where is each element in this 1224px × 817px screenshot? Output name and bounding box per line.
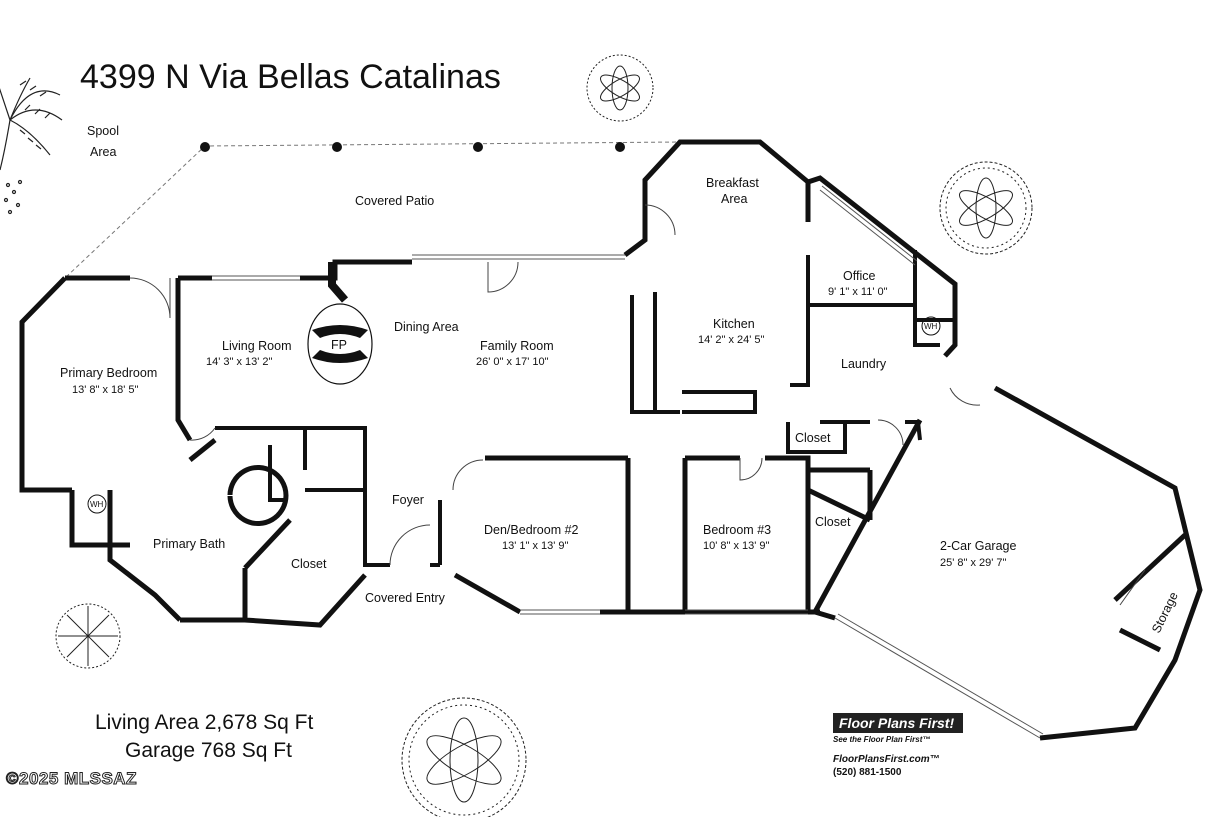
bedroom3-label: Bedroom #3 <box>703 523 771 537</box>
den-label: Den/Bedroom #2 <box>484 523 579 537</box>
spool-label-2: Area <box>90 145 116 159</box>
kitchen-label: Kitchen <box>713 317 755 331</box>
covered-patio-label: Covered Patio <box>355 194 434 208</box>
water-heater-icon <box>87 494 107 514</box>
logo-brand-a: Floor Plans <box>839 715 916 731</box>
tree-icon <box>939 161 1033 255</box>
family-room-dims: 26' 0" x 17' 10" <box>476 356 549 368</box>
page-title: 4399 N Via Bellas Catalinas <box>80 58 501 96</box>
foyer-label: Foyer <box>392 493 424 507</box>
closet-mid-label: Closet <box>795 431 831 445</box>
company-logo: Floor Plans First! See the Floor Plan Fi… <box>833 713 983 778</box>
living-area-text: Living Area 2,678 Sq Ft <box>95 711 314 734</box>
garage-area-text: Garage 768 Sq Ft <box>125 739 292 762</box>
storage-label: Storage <box>1149 590 1181 636</box>
water-heater-icon <box>921 316 941 336</box>
primary-bath-label: Primary Bath <box>153 537 225 551</box>
kitchen-dims: 14' 2" x 24' 5" <box>698 334 765 346</box>
logo-phone: (520) 881-1500 <box>833 767 902 778</box>
garage-label: 2-Car Garage <box>940 539 1016 553</box>
logo-url: FloorPlansFirst.com™ <box>833 754 940 765</box>
covered-entry-label: Covered Entry <box>365 591 446 605</box>
patio-posts <box>200 142 625 152</box>
bedroom-walls <box>453 455 873 615</box>
garage-walls <box>812 385 1203 741</box>
living-room-label: Living Room <box>222 339 291 353</box>
closet-bed3-label: Closet <box>815 515 851 529</box>
den-dims: 13' 1" x 13' 9" <box>502 540 569 552</box>
shrub-icon <box>55 603 121 669</box>
copyright-text: ©2025 MLSSAZ <box>6 769 137 789</box>
closet-bath-label: Closet <box>291 557 327 571</box>
wh-office-label: WH <box>924 322 938 331</box>
logo-brand-b: First! <box>919 715 955 731</box>
exterior-walls <box>19 139 958 493</box>
primary-bath-walls <box>69 438 367 628</box>
fireplace-label: FP <box>331 338 347 352</box>
shrub-icon <box>586 54 654 122</box>
primary-bedroom-label: Primary Bedroom <box>60 366 157 380</box>
office-dims: 9' 1" x 11' 0" <box>828 286 888 298</box>
fireplace-icon <box>307 262 373 385</box>
living-room-dims: 14' 3" x 13' 2" <box>206 356 273 368</box>
primary-bedroom-dims: 13' 8" x 18' 5" <box>72 384 139 396</box>
tree-icon <box>401 697 527 817</box>
logo-box: Floor Plans First! <box>833 713 963 733</box>
breakfast-label-1: Breakfast <box>706 176 759 190</box>
wh-bath-label: WH <box>90 500 104 509</box>
laundry-label: Laundry <box>841 357 887 371</box>
logo-tagline: See the Floor Plan First™ <box>833 735 931 744</box>
palm-tree-icon <box>0 77 63 215</box>
garage-dims: 25' 8" x 29' 7" <box>940 557 1007 569</box>
family-room-label: Family Room <box>480 339 554 353</box>
dining-label: Dining Area <box>394 320 459 334</box>
office-label: Office <box>843 269 875 283</box>
door-swings <box>129 204 1146 606</box>
spool-label-1: Spool <box>87 124 119 138</box>
bedroom3-dims: 10' 8" x 13' 9" <box>703 540 770 552</box>
breakfast-label-2: Area <box>721 192 747 206</box>
windows <box>212 185 1044 739</box>
